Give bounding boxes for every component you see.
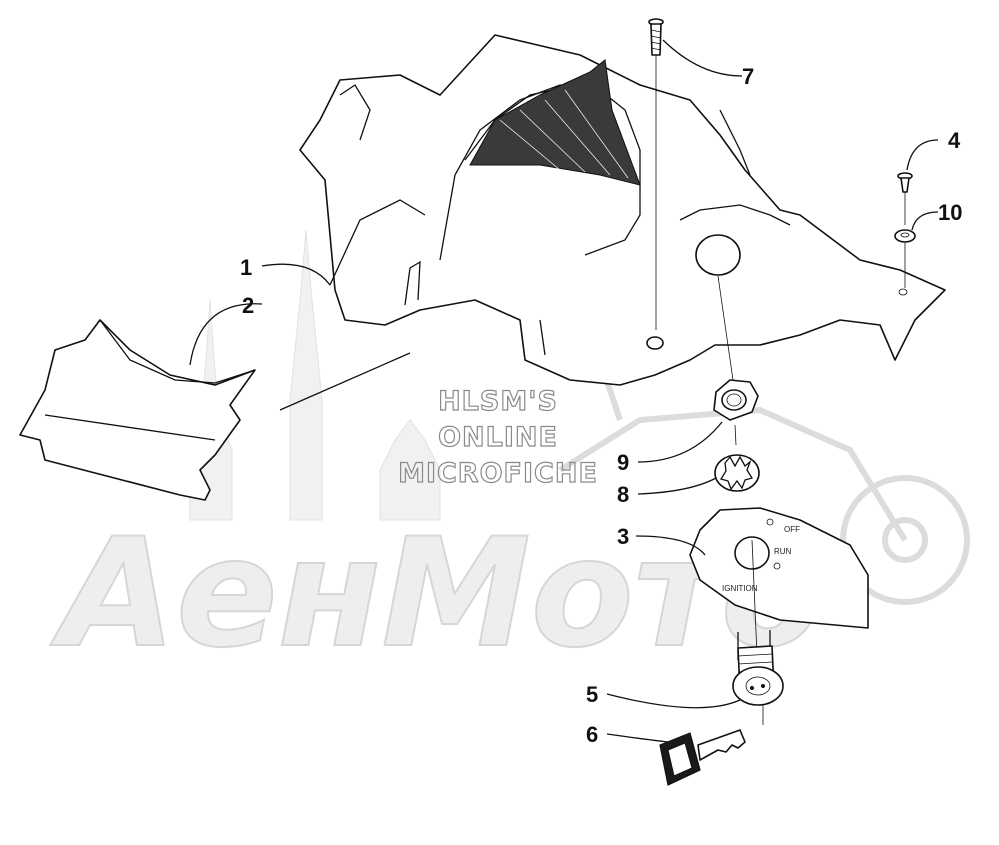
callout-6: 6 <box>586 722 598 747</box>
screw-boss <box>646 336 664 350</box>
part-7-screw <box>648 18 664 330</box>
watermark-line-1: HLSM'S <box>438 386 558 417</box>
part-8-lock-washer <box>714 454 760 492</box>
plate-label-ignition: IGNITION <box>722 584 758 593</box>
callout-5: 5 <box>586 682 598 707</box>
axis-line-lower <box>751 539 758 656</box>
ignition-hole <box>695 234 741 276</box>
callout-numbers: 1 2 3 4 5 6 7 8 9 10 <box>240 64 962 747</box>
watermark-logo: АенМото <box>50 507 824 681</box>
axis-line-upper <box>717 275 734 381</box>
part-4-small-screw <box>897 172 913 225</box>
cavity-shading <box>469 59 641 186</box>
watermark-line-3: MICROFICHE <box>398 458 598 489</box>
callout-4: 4 <box>948 128 961 153</box>
callout-2: 2 <box>242 293 254 318</box>
watermark-motorcycle <box>558 347 970 605</box>
watermark-background: АенМото <box>49 229 970 682</box>
part-9-nut <box>713 379 759 421</box>
watermark-text: HLSM'S ONLINE MICROFICHE <box>397 385 598 489</box>
part-6-key <box>659 729 746 786</box>
callout-9: 9 <box>617 450 629 475</box>
part-5-ignition-switch <box>732 630 784 725</box>
part-2-lower-panel <box>19 319 256 501</box>
plate-label-off: OFF <box>784 525 800 534</box>
watermark-line-2: ONLINE <box>438 422 558 453</box>
assembly-line <box>279 352 411 411</box>
callout-7: 7 <box>742 64 754 89</box>
leader-lines <box>189 39 939 743</box>
callout-1: 1 <box>240 255 252 280</box>
callout-8: 8 <box>617 482 629 507</box>
callout-10: 10 <box>938 200 962 225</box>
callout-3: 3 <box>617 524 629 549</box>
axis-line-mid <box>734 424 737 446</box>
part-3-ignition-plate: OFF RUN IGNITION <box>689 507 869 629</box>
part-10-washer <box>894 229 916 288</box>
plate-hole <box>734 536 770 570</box>
part-1-console-housing <box>299 34 946 386</box>
plate-label-run: RUN <box>774 547 792 556</box>
